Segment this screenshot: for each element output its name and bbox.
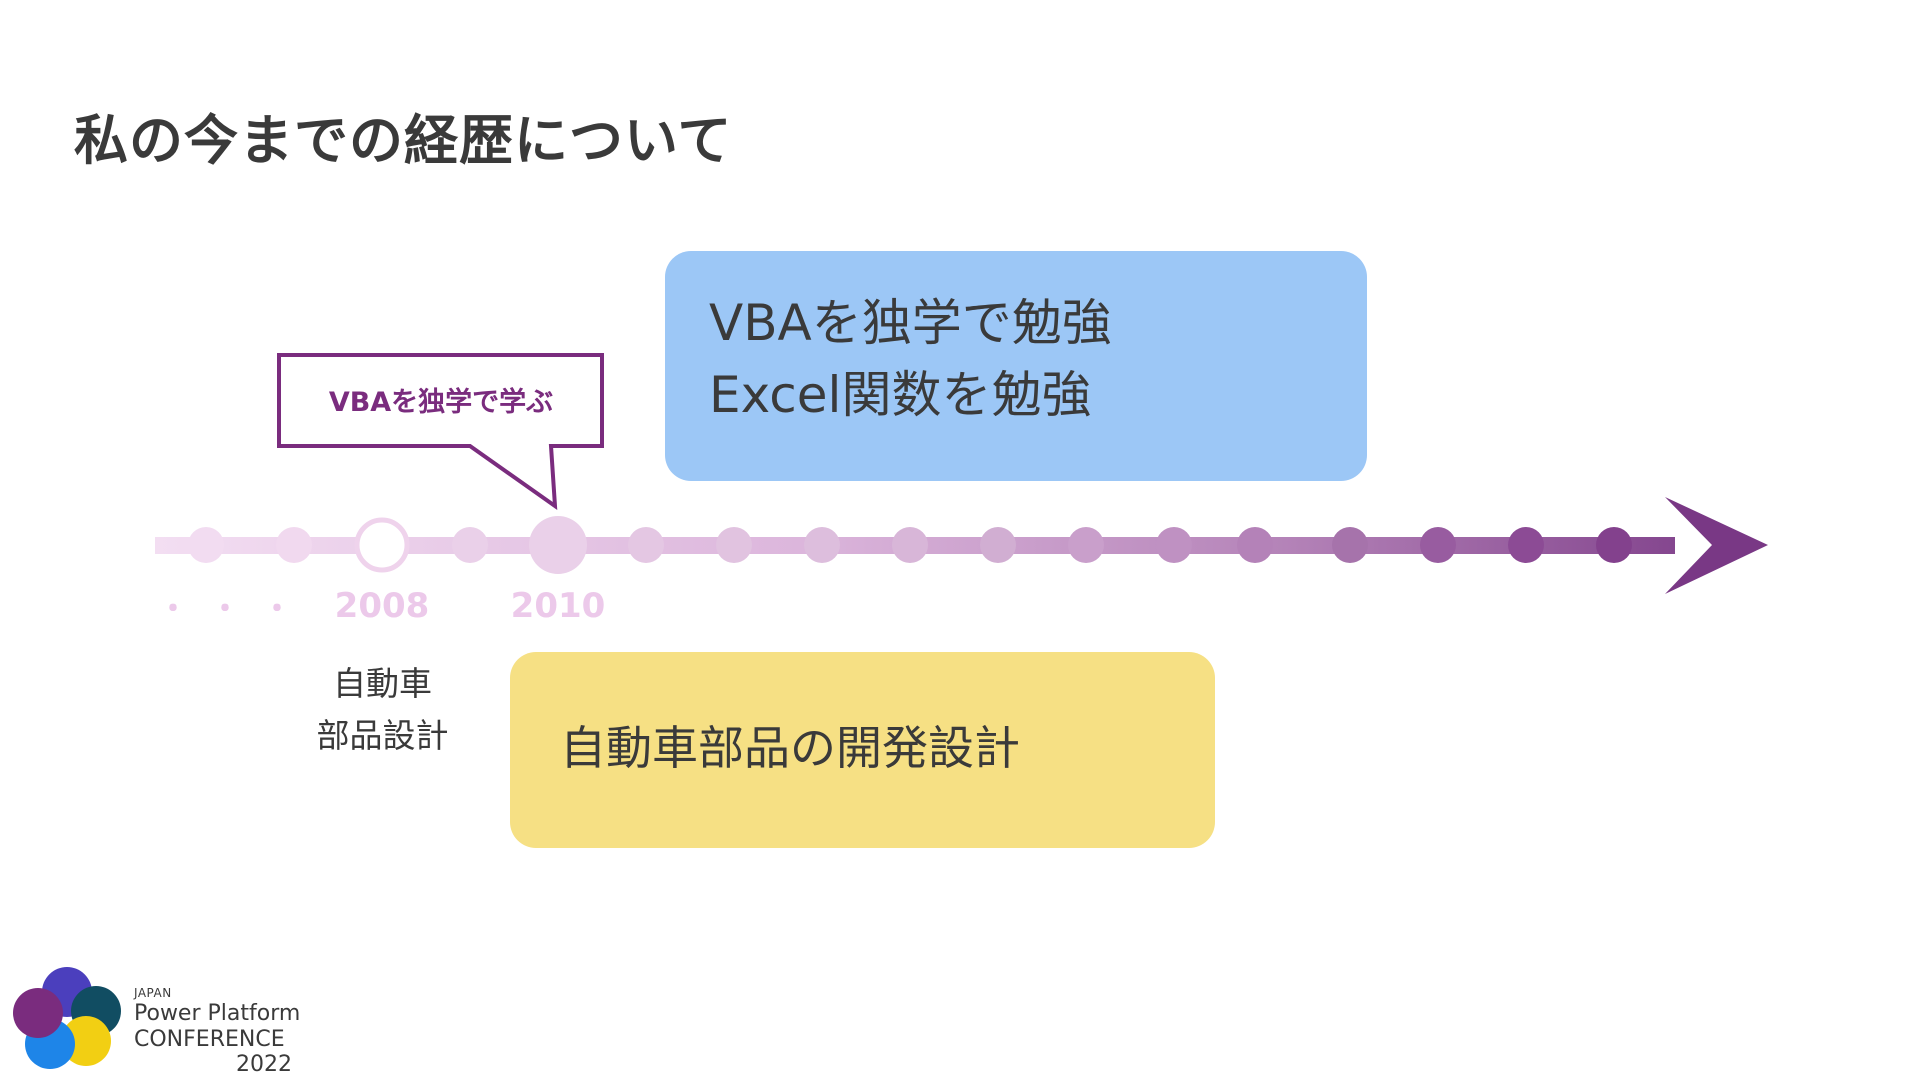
timeline-dot	[1420, 527, 1456, 563]
year-label-2010: 2010	[510, 586, 606, 626]
slide-title: 私の今までの経歴について	[74, 109, 733, 172]
timeline-dot	[1068, 527, 1104, 563]
year-label-2008: 2008	[334, 586, 430, 626]
timeline-dot	[716, 527, 752, 563]
excel-study-line: Excel関数を勉強	[709, 366, 1092, 424]
logo-year: 2022	[236, 1052, 292, 1077]
timeline-dot	[1237, 527, 1273, 563]
parts-design-line: 自動車部品の開発設計	[560, 721, 1020, 775]
timeline-ellipsis: ・・・	[158, 592, 314, 627]
timeline-dot	[628, 527, 664, 563]
timeline-dots	[188, 516, 1632, 574]
timeline-dot	[892, 527, 928, 563]
conference-logo-text: JAPAN Power Platform CONFERENCE 2022	[134, 985, 300, 1077]
timeline-dot	[980, 527, 1016, 563]
timeline-dot	[1156, 527, 1192, 563]
callout-text: VBAを独学で学ぶ	[328, 387, 554, 418]
timeline-dot	[452, 527, 488, 563]
note-2008-line2: 部品設計	[316, 716, 449, 755]
timeline-arrowhead	[1665, 497, 1768, 594]
timeline-dot	[804, 527, 840, 563]
logo-power-platform: Power Platform	[134, 1001, 301, 1026]
logo-conference: CONFERENCE	[134, 1027, 285, 1052]
timeline-dot	[188, 527, 224, 563]
timeline-dot-2008	[354, 517, 410, 573]
conference-logo-icon	[13, 967, 121, 1069]
timeline-dot	[1332, 527, 1368, 563]
timeline-dot	[1596, 527, 1632, 563]
logo-japan: JAPAN	[134, 986, 172, 1000]
timeline-bar	[155, 537, 1675, 554]
callout-bubble	[277, 353, 604, 511]
parts-design-box: 自動車部品の開発設計	[510, 652, 1215, 848]
note-2008: 自動車 部品設計	[300, 658, 465, 762]
vba-study-line: VBAを独学で勉強	[709, 294, 1112, 352]
timeline-dot	[276, 527, 312, 563]
vba-study-box: VBAを独学で勉強 Excel関数を勉強	[665, 251, 1367, 481]
timeline-dot	[1508, 527, 1544, 563]
note-2008-line1: 自動車	[333, 664, 432, 703]
timeline-dot-2010	[529, 516, 587, 574]
